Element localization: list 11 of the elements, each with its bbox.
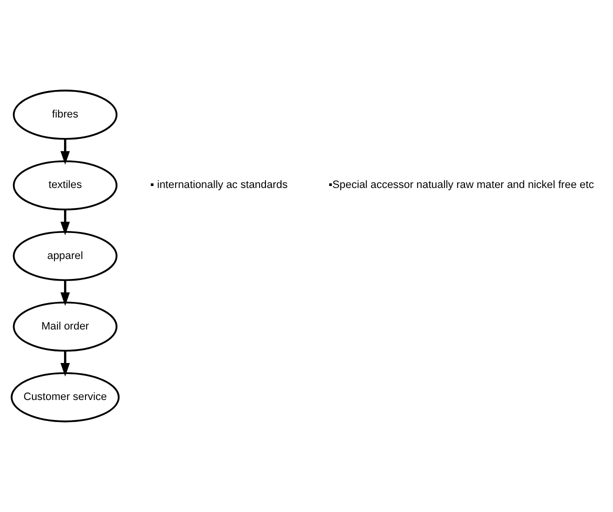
label: ▪Special accessor natually raw mater and nickel free etc xyxy=(328,179,594,192)
arrow xyxy=(60,210,70,236)
node-ellipse: fibres xyxy=(12,90,118,140)
node-ellipse: Customer service xyxy=(10,372,120,422)
node-ellipse: textiles xyxy=(12,160,118,210)
arrow xyxy=(60,350,70,376)
arrow xyxy=(60,280,70,306)
node-ellipse: Mail order xyxy=(12,302,118,352)
arrow xyxy=(60,138,70,165)
node-ellipse: apparel xyxy=(12,230,118,282)
label: ▪ internationally ac standards xyxy=(150,179,288,192)
